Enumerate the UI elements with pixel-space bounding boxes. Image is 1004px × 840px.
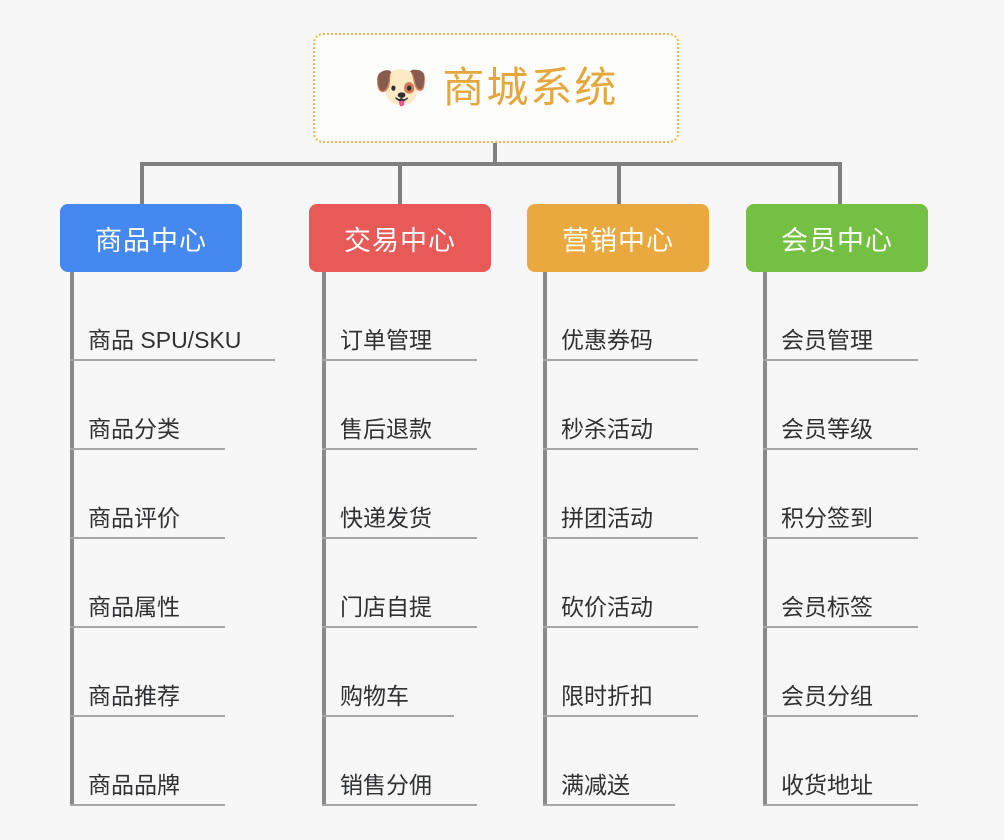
leaf-item-商品分类[interactable]: 商品分类 (70, 361, 225, 450)
leaf-item-会员分组[interactable]: 会员分组 (763, 628, 918, 717)
leaf-item-会员标签[interactable]: 会员标签 (763, 539, 918, 628)
leaf-item-label: 会员分组 (781, 682, 873, 709)
leaf-item-购物车[interactable]: 购物车 (322, 628, 454, 717)
connector-drop-1 (140, 162, 144, 204)
leaf-item-label: 销售分佣 (340, 771, 432, 798)
category-box-会员中心[interactable]: 会员中心 (746, 204, 928, 272)
category-label: 营销中心 (562, 225, 674, 256)
leaf-item-label: 会员管理 (781, 326, 873, 353)
leaf-column-交易中心: 订单管理售后退款快递发货门店自提购物车销售分佣 (322, 272, 477, 806)
leaf-trunk (763, 272, 767, 806)
leaf-item-label: 收货地址 (781, 771, 873, 798)
category-box-商品中心[interactable]: 商品中心 (60, 204, 242, 272)
leaf-item-label: 会员等级 (781, 415, 873, 442)
leaf-item-label: 满减送 (561, 771, 630, 798)
leaf-item-label: 秒杀活动 (561, 415, 653, 442)
dog-face-icon: 🐶 (373, 63, 429, 112)
leaf-trunk (543, 272, 547, 806)
leaf-item-订单管理[interactable]: 订单管理 (322, 272, 477, 361)
connector-drop-2 (398, 162, 402, 204)
leaf-item-会员等级[interactable]: 会员等级 (763, 361, 918, 450)
leaf-item-label: 订单管理 (340, 326, 432, 353)
category-box-营销中心[interactable]: 营销中心 (527, 204, 709, 272)
leaf-item-label: 积分签到 (781, 504, 873, 531)
leaf-item-销售分佣[interactable]: 销售分佣 (322, 717, 477, 806)
category-box-交易中心[interactable]: 交易中心 (309, 204, 491, 272)
leaf-item-label: 商品分类 (88, 415, 180, 442)
leaf-item-label: 快递发货 (340, 504, 432, 531)
leaf-item-售后退款[interactable]: 售后退款 (322, 361, 477, 450)
leaf-item-label: 商品推荐 (88, 682, 180, 709)
leaf-column-会员中心: 会员管理会员等级积分签到会员标签会员分组收货地址 (763, 272, 918, 806)
connector-root-stem (493, 143, 497, 165)
leaf-column-商品中心: 商品 SPU/SKU 商品分类商品评价商品属性商品推荐商品品牌 (70, 272, 275, 806)
root-node[interactable]: 🐶 商城系统 (313, 33, 679, 143)
leaf-item-label: 优惠券码 (561, 326, 653, 353)
leaf-item-商品评价[interactable]: 商品评价 (70, 450, 225, 539)
leaf-column-营销中心: 优惠券码秒杀活动拼团活动砍价活动限时折扣满减送 (543, 272, 698, 806)
leaf-item-label: 售后退款 (340, 415, 432, 442)
leaf-item-label: 购物车 (340, 682, 409, 709)
leaf-item-label: 门店自提 (340, 593, 432, 620)
leaf-item-label: 商品评价 (88, 504, 180, 531)
leaf-item-拼团活动[interactable]: 拼团活动 (543, 450, 698, 539)
leaf-trunk (322, 272, 326, 806)
leaf-item-积分签到[interactable]: 积分签到 (763, 450, 918, 539)
leaf-item-label: 商品品牌 (88, 771, 180, 798)
leaf-item-商品-SPU/SKU[interactable]: 商品 SPU/SKU (70, 272, 275, 361)
leaf-item-label: 限时折扣 (561, 682, 653, 709)
leaf-item-商品推荐[interactable]: 商品推荐 (70, 628, 225, 717)
leaf-item-label: 会员标签 (781, 593, 873, 620)
connector-drop-3 (617, 162, 621, 204)
root-title: 商城系统 (442, 64, 619, 111)
leaf-item-秒杀活动[interactable]: 秒杀活动 (543, 361, 698, 450)
category-label: 会员中心 (781, 225, 893, 256)
leaf-item-限时折扣[interactable]: 限时折扣 (543, 628, 698, 717)
leaf-item-商品属性[interactable]: 商品属性 (70, 539, 225, 628)
connector-drop-4 (838, 162, 842, 204)
category-label: 交易中心 (344, 225, 456, 256)
leaf-item-label: 商品 SPU/SKU (88, 326, 242, 353)
connector-horizontal-bus (140, 162, 842, 166)
leaf-item-label: 拼团活动 (561, 504, 653, 531)
leaf-item-门店自提[interactable]: 门店自提 (322, 539, 477, 628)
leaf-item-快递发货[interactable]: 快递发货 (322, 450, 477, 539)
category-label: 商品中心 (95, 225, 207, 256)
leaf-trunk (70, 272, 74, 806)
leaf-item-砍价活动[interactable]: 砍价活动 (543, 539, 698, 628)
leaf-item-label: 砍价活动 (561, 593, 653, 620)
leaf-item-商品品牌[interactable]: 商品品牌 (70, 717, 225, 806)
leaf-item-优惠券码[interactable]: 优惠券码 (543, 272, 698, 361)
leaf-item-满减送[interactable]: 满减送 (543, 717, 675, 806)
leaf-item-label: 商品属性 (88, 593, 180, 620)
leaf-item-会员管理[interactable]: 会员管理 (763, 272, 918, 361)
leaf-item-收货地址[interactable]: 收货地址 (763, 717, 918, 806)
